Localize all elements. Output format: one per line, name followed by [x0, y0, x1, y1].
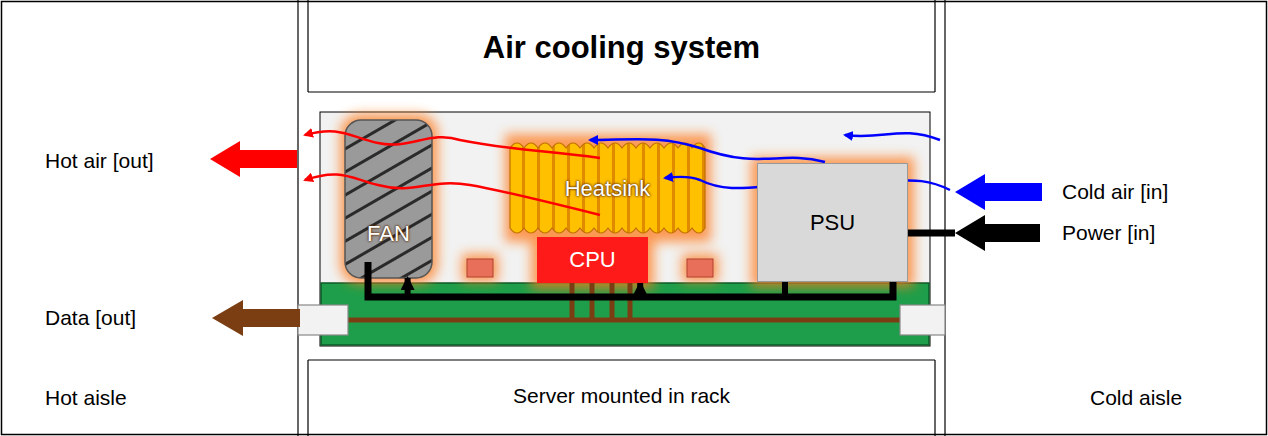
node-label: FAN	[367, 221, 410, 247]
airflow-label: Cold air [in]	[1062, 180, 1168, 204]
aisle-label: Cold aisle	[1090, 386, 1182, 410]
power-label: Power [in]	[1062, 221, 1155, 245]
node-label: Heatsink	[565, 176, 651, 202]
power-supply-unit: PSU	[757, 163, 908, 282]
data-label: Data [out]	[45, 306, 136, 330]
cpu-chip: CPU	[537, 237, 648, 283]
airflow-label: Hot air [out]	[45, 149, 154, 173]
heatsink: Heatsink	[510, 146, 705, 232]
power-connector	[640, 282, 785, 297]
node-label: CPU	[569, 247, 615, 273]
power-connector	[408, 278, 785, 297]
aisle-label: Hot aisle	[45, 386, 127, 410]
rack-label: Server mounted in rack	[513, 384, 730, 408]
diagram-title: Air cooling system	[308, 30, 935, 66]
fan-unit: FAN	[345, 120, 432, 278]
node-label: PSU	[810, 210, 855, 236]
